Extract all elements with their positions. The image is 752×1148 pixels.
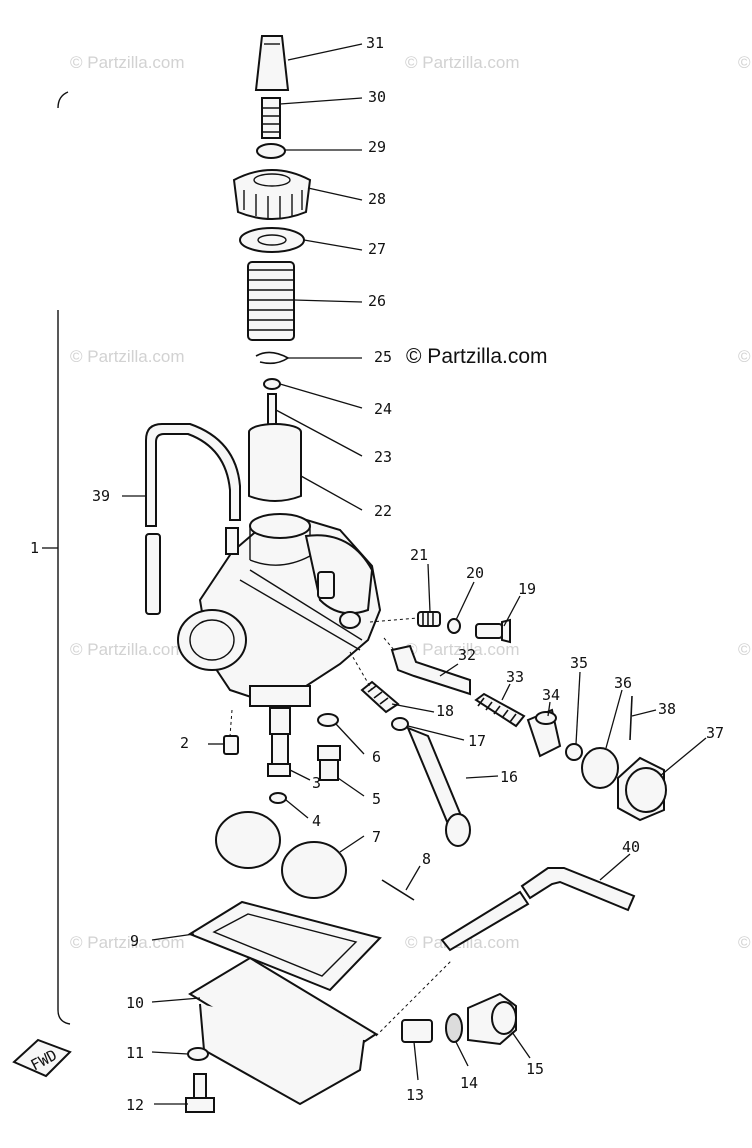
callout-30: 30 [368, 88, 386, 106]
part-2-plug [223, 735, 239, 755]
part-29-nut [256, 143, 286, 159]
callout-21: 21 [410, 546, 428, 564]
part-10-float-bowl [188, 956, 378, 1106]
part-25-clip [255, 351, 290, 365]
part-39-breather-tube [145, 423, 241, 615]
callout-37: 37 [706, 724, 724, 742]
callout-22: 22 [374, 502, 392, 520]
callout-4: 4 [312, 812, 321, 830]
part-15-valve-seat [467, 992, 517, 1046]
callout-17: 17 [468, 732, 486, 750]
callout-15: 15 [526, 1060, 544, 1078]
part-20-o-ring [447, 618, 461, 634]
callout-35: 35 [570, 654, 588, 672]
watermark: © Partzilla.com [738, 347, 752, 366]
callout-2: 2 [180, 734, 189, 752]
part-17-o-ring [391, 717, 409, 731]
watermark: © Partzilla.com [70, 933, 185, 952]
part-31-cap [254, 35, 290, 91]
watermark: © Partzilla.com [738, 640, 752, 659]
part-33-spring [474, 692, 526, 728]
part-34-nut [526, 708, 562, 758]
part-40-overflow-tube [440, 867, 636, 952]
callout-34: 34 [542, 686, 560, 704]
part-4-washer [269, 792, 287, 804]
fwd-direction-badge: FWD [12, 1038, 72, 1078]
watermark: © Partzilla.com [405, 640, 520, 659]
callout-12: 12 [126, 1096, 144, 1114]
watermark: © Partzilla.com [70, 53, 185, 72]
part-21-spring [417, 611, 441, 627]
assembly-bracket [42, 91, 71, 1025]
part-24-needle-clip [263, 378, 281, 390]
callout-23: 23 [374, 448, 392, 466]
callout-32: 32 [458, 646, 476, 664]
callout-11: 11 [126, 1044, 144, 1062]
callout-19: 19 [518, 580, 536, 598]
callout-13: 13 [406, 1086, 424, 1104]
callout-14: 14 [460, 1074, 478, 1092]
part-3-needle-jet [267, 707, 291, 777]
callout-20: 20 [466, 564, 484, 582]
part-5-main-jet [317, 745, 341, 781]
part-38-pin [629, 695, 633, 741]
callout-1: 1 [30, 539, 39, 557]
part-13-plug [401, 1019, 433, 1043]
callout-18: 18 [436, 702, 454, 720]
callout-leaders [122, 43, 707, 1105]
callout-3: 3 [312, 774, 321, 792]
part-9-gasket [187, 900, 382, 992]
callout-31: 31 [366, 34, 384, 52]
watermark-main: © Partzilla.com [406, 345, 548, 368]
callout-24: 24 [374, 400, 392, 418]
watermark-layer: © Partzilla.com © Partzilla.com © Partzi… [70, 53, 752, 952]
callout-28: 28 [368, 190, 386, 208]
watermark: © Partzilla.com [70, 347, 185, 366]
part-36-cap [581, 747, 619, 789]
carburetor-body [177, 513, 382, 707]
callout-38: 38 [658, 700, 676, 718]
callout-26: 26 [368, 292, 386, 310]
part-7-floats [215, 811, 347, 899]
part-22-throttle-valve [248, 423, 302, 502]
watermark: © Partzilla.com [405, 53, 520, 72]
callout-9: 9 [130, 932, 139, 950]
guide-line [229, 617, 453, 1037]
part-12-drain-bolt [185, 1073, 215, 1113]
watermark: © Partzilla.com [738, 53, 752, 72]
part-8-float-pin [381, 879, 415, 901]
watermark: © Partzilla.com [70, 640, 185, 659]
callout-25: 25 [374, 348, 392, 366]
callout-10: 10 [126, 994, 144, 1012]
part-18-spring [360, 680, 400, 714]
part-30-adjuster [261, 97, 281, 139]
part-19-screw [475, 618, 511, 644]
callout-36: 36 [614, 674, 632, 692]
part-35-clip [565, 743, 583, 761]
part-14-gasket [445, 1013, 463, 1043]
callout-5: 5 [372, 790, 381, 808]
callout-numbers: 1 2 3 4 5 6 7 8 9 10 11 12 13 14 15 16 1… [30, 34, 724, 1114]
part-32-plunger [390, 644, 471, 696]
callout-39: 39 [92, 487, 110, 505]
callout-7: 7 [372, 828, 381, 846]
watermark: © Partzilla.com [738, 933, 752, 952]
callout-8: 8 [422, 850, 431, 868]
part-6-washer [317, 713, 339, 727]
callout-40: 40 [622, 838, 640, 856]
callout-29: 29 [368, 138, 386, 156]
callout-33: 33 [506, 668, 524, 686]
part-26-spring [247, 261, 295, 341]
part-27-gasket [239, 227, 305, 253]
part-28-top [232, 169, 312, 220]
part-37-knob [617, 756, 667, 822]
part-11-washer [187, 1047, 209, 1061]
callout-16: 16 [500, 768, 518, 786]
callout-27: 27 [368, 240, 386, 258]
part-16-pilot-screw [406, 726, 471, 847]
callout-6: 6 [372, 748, 381, 766]
